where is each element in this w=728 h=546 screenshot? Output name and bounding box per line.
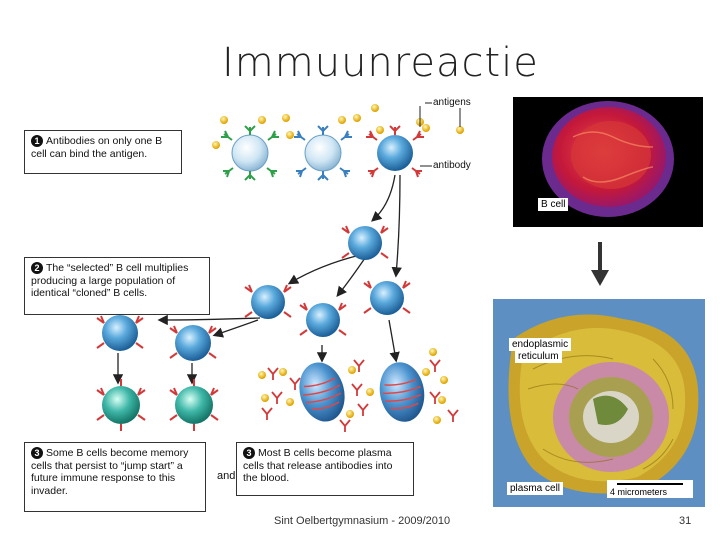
step1-text: Antibodies on only one B cell can bind t… bbox=[31, 135, 163, 160]
step2-number: 2 bbox=[31, 262, 43, 275]
step3a-text: Some B cells become memory cells that pe… bbox=[31, 447, 189, 497]
plasma-cell-label: plasma cell bbox=[507, 482, 564, 495]
antigen-dots-lower bbox=[258, 348, 448, 424]
released-antibodies bbox=[261, 359, 459, 432]
step1-number: 1 bbox=[31, 135, 43, 148]
antigens-label: antigens bbox=[433, 97, 471, 108]
page-number: 31 bbox=[679, 515, 692, 527]
naive-b-cell-green bbox=[221, 125, 279, 181]
er-label-2: reticulum bbox=[515, 350, 562, 363]
antigen-dots bbox=[212, 104, 464, 149]
down-arrow-icon bbox=[591, 242, 609, 286]
memory-cells bbox=[96, 379, 219, 431]
step2-text: The “selected” B cell multiplies produci… bbox=[31, 262, 189, 299]
plasma-cells bbox=[299, 362, 425, 422]
antibody-label: antibody bbox=[433, 160, 471, 171]
step3a-number: 3 bbox=[31, 447, 43, 460]
step3b-text: Most B cells become plasma cells that re… bbox=[243, 447, 393, 484]
plasma-cell-micrograph bbox=[493, 299, 705, 507]
scale-label: 4 micrometers bbox=[610, 487, 668, 497]
step3b-number: 3 bbox=[243, 447, 255, 460]
slide-title: Immuunreactie bbox=[222, 40, 539, 86]
b-cell-photo-label: B cell bbox=[538, 198, 569, 211]
scale-bar: 4 micrometers bbox=[607, 480, 693, 498]
naive-b-cell-blue bbox=[294, 125, 352, 181]
cloned-b-cells bbox=[96, 225, 411, 361]
footer-text: Sint Oelbertgymnasium - 2009/2010 bbox=[274, 515, 451, 527]
selected-b-cell bbox=[366, 125, 424, 178]
and-label: and bbox=[217, 470, 236, 482]
er-label-1: endoplasmic bbox=[509, 338, 572, 351]
